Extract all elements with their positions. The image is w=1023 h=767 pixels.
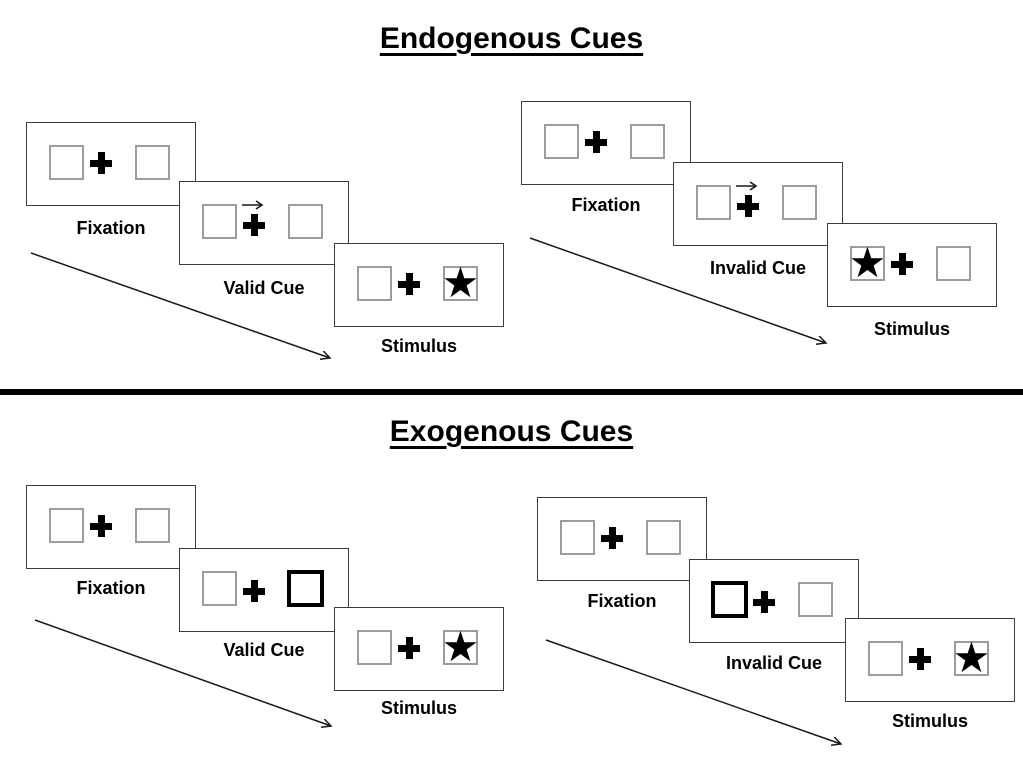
fixation-cross-icon <box>243 214 265 236</box>
left-box <box>202 571 237 606</box>
right-box-highlighted <box>287 570 324 607</box>
star-icon: ★ <box>952 634 991 681</box>
fixation-cross-icon <box>601 527 623 549</box>
right-box <box>936 246 971 281</box>
stimulus-panel: ★ <box>334 243 504 327</box>
right-box <box>135 145 170 180</box>
left-box <box>696 185 731 220</box>
right-arrow-icon <box>242 200 264 210</box>
star-icon: ★ <box>848 239 887 286</box>
left-box <box>49 145 84 180</box>
fixation-cross-icon <box>90 152 112 174</box>
fixation-panel <box>26 122 196 206</box>
star-icon: ★ <box>441 623 480 670</box>
fixation-cross-icon <box>243 580 265 602</box>
left-box <box>357 630 392 665</box>
fixation-cross-icon <box>398 637 420 659</box>
fixation-cross-icon <box>90 515 112 537</box>
left-box <box>49 508 84 543</box>
fixation-cross-icon <box>909 648 931 670</box>
right-box <box>782 185 817 220</box>
panel-label: Stimulus <box>380 698 457 718</box>
section-divider <box>0 389 1023 395</box>
right-box <box>135 508 170 543</box>
right-box-with-target: ★ <box>441 623 480 670</box>
panel-label: Fixation <box>76 218 146 238</box>
fixation-cross-icon <box>737 195 759 217</box>
right-box-with-target: ★ <box>441 259 480 306</box>
panel-label: Valid Cue <box>223 640 305 660</box>
invalid-cue-panel <box>673 162 843 246</box>
panel-label: Valid Cue <box>223 278 305 298</box>
invalid-cue-panel <box>689 559 859 643</box>
stimulus-panel: ★ <box>845 618 1015 702</box>
left-box <box>202 204 237 239</box>
left-box-highlighted <box>711 581 748 618</box>
fixation-cross-icon <box>753 591 775 613</box>
stimulus-panel: ★ <box>334 607 504 691</box>
left-box <box>560 520 595 555</box>
sequence-arrow-endogenous-valid <box>30 252 330 358</box>
sequence-arrow-endogenous-invalid <box>529 237 826 343</box>
fixation-panel <box>521 101 691 185</box>
right-box <box>630 124 665 159</box>
fixation-cross-icon <box>891 253 913 275</box>
sequence-arrow-exogenous-valid <box>34 619 331 726</box>
panel-label: Invalid Cue <box>709 258 807 278</box>
valid-cue-panel <box>179 548 349 632</box>
right-box <box>646 520 681 555</box>
panel-label: Stimulus <box>380 336 457 356</box>
panel-label: Invalid Cue <box>725 653 823 673</box>
left-box <box>868 641 903 676</box>
fixation-cross-icon <box>585 131 607 153</box>
right-box <box>288 204 323 239</box>
section-title-endogenous: Endogenous Cues <box>379 22 644 55</box>
panel-label: Stimulus <box>891 711 968 731</box>
fixation-panel <box>537 497 707 581</box>
star-icon: ★ <box>441 259 480 306</box>
panel-label: Stimulus <box>873 319 950 339</box>
left-box-with-target: ★ <box>848 239 887 286</box>
panel-label: Fixation <box>587 591 657 611</box>
left-box <box>544 124 579 159</box>
stimulus-panel: ★ <box>827 223 997 307</box>
valid-cue-panel <box>179 181 349 265</box>
fixation-panel <box>26 485 196 569</box>
right-box-with-target: ★ <box>952 634 991 681</box>
left-box <box>357 266 392 301</box>
right-box <box>798 582 833 617</box>
right-arrow-icon <box>736 181 758 191</box>
panel-label: Fixation <box>571 195 641 215</box>
section-title-exogenous: Exogenous Cues <box>389 415 634 448</box>
panel-label: Fixation <box>76 578 146 598</box>
fixation-cross-icon <box>398 273 420 295</box>
